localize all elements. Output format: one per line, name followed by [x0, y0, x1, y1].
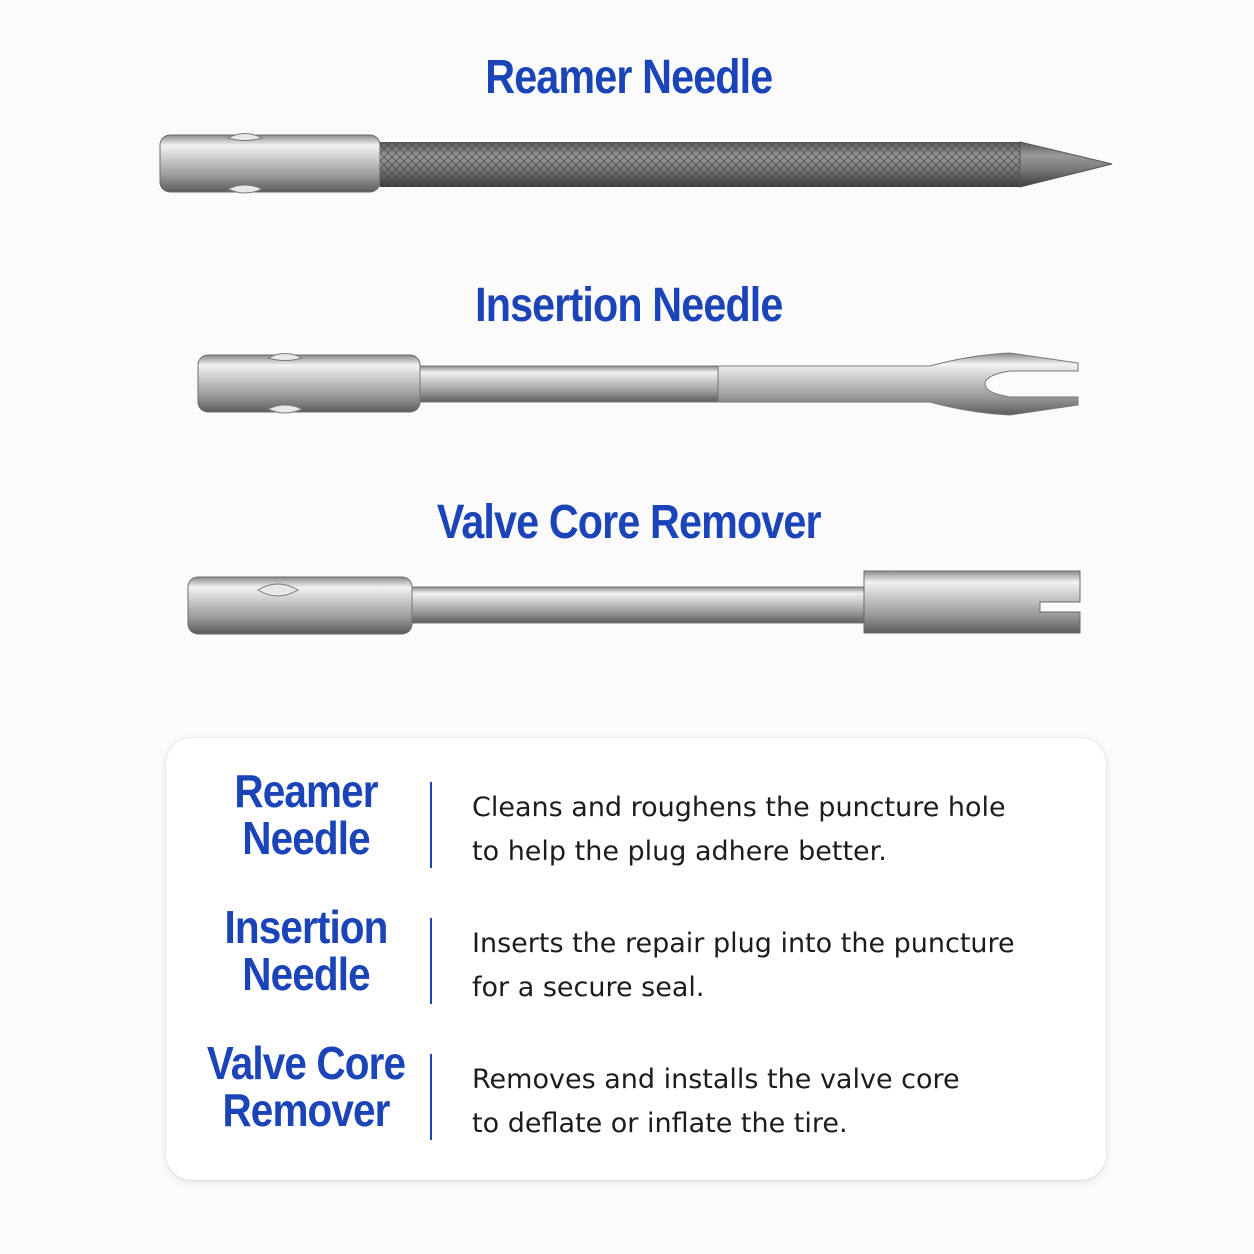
divider	[430, 782, 432, 868]
description-row-valve: Valve Core Remover Removes and installs …	[166, 1032, 1106, 1142]
valve-core-remover-title: Valve Core Remover	[436, 496, 822, 549]
row-description-line2: for a secure seal.	[472, 972, 705, 1003]
row-tool-name-line1: Insertion	[224, 901, 388, 953]
row-description: Cleans and roughens the puncture hole to…	[472, 786, 1072, 874]
divider	[430, 918, 432, 1004]
row-tool-name-line1: Valve Core	[206, 1037, 406, 1089]
reamer-needle-title: Reamer Needle	[485, 51, 773, 104]
info-card: Reamer Needle Cleans and roughens the pu…	[166, 738, 1106, 1180]
row-tool-name: Insertion Needle	[200, 896, 411, 1006]
row-tool-name-line1: Reamer	[234, 765, 378, 817]
row-description-line2: to deflate or inflate the tire.	[472, 1108, 848, 1139]
row-tool-name-line2: Remover	[222, 1084, 390, 1136]
row-description-line1: Removes and installs the valve core	[472, 1064, 960, 1095]
row-description-line2: to help the plug adhere better.	[472, 836, 887, 867]
row-description: Removes and installs the valve core to d…	[472, 1058, 1072, 1146]
description-row-insertion: Insertion Needle Inserts the repair plug…	[166, 896, 1106, 1006]
row-description-line1: Cleans and roughens the puncture hole	[472, 792, 1006, 823]
description-row-reamer: Reamer Needle Cleans and roughens the pu…	[166, 760, 1106, 870]
insertion-needle-icon	[197, 352, 1079, 416]
valve-core-remover-icon	[187, 570, 1081, 635]
reamer-needle-icon	[159, 133, 1113, 194]
row-description-line1: Inserts the repair plug into the punctur…	[472, 928, 1015, 959]
divider	[430, 1054, 432, 1140]
row-tool-name-line2: Needle	[242, 948, 370, 1000]
row-description: Inserts the repair plug into the punctur…	[472, 922, 1072, 1010]
insertion-needle-title: Insertion Needle	[475, 279, 783, 332]
row-tool-name-line2: Needle	[242, 812, 370, 864]
row-tool-name: Reamer Needle	[200, 760, 411, 870]
row-tool-name: Valve Core Remover	[200, 1032, 411, 1142]
